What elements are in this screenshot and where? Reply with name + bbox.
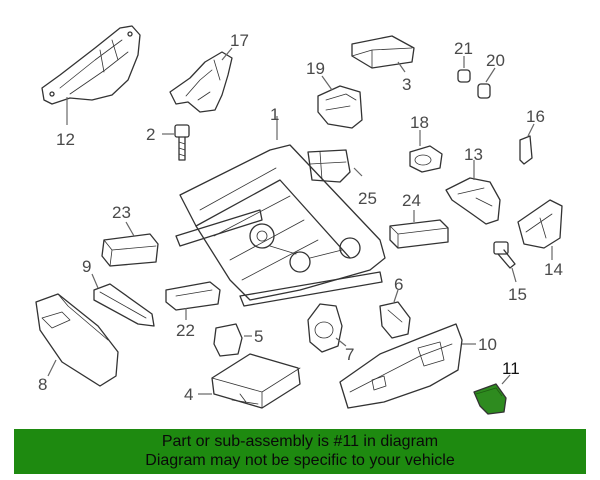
callout-5: 5 [254, 327, 263, 346]
callout-3: 3 [402, 75, 411, 94]
part-23-drawing [101, 233, 159, 267]
part-13-drawing [445, 177, 501, 225]
callout-15: 15 [508, 285, 527, 304]
part-19-drawing [317, 85, 363, 129]
callout-23: 23 [112, 203, 131, 222]
part-2-drawing [174, 124, 190, 161]
callout-12: 12 [56, 130, 75, 149]
callout-6: 6 [394, 275, 403, 294]
part-17-drawing [169, 51, 233, 113]
callout-20: 20 [486, 51, 505, 70]
callout-22: 22 [176, 321, 195, 340]
part-20-drawing [477, 83, 491, 99]
callout-1: 1 [270, 105, 279, 124]
part-16-drawing [519, 135, 533, 165]
part-5-drawing [213, 323, 243, 357]
part-7-drawing [307, 303, 343, 353]
part-3-drawing [351, 35, 415, 69]
part-9-drawing [93, 283, 155, 327]
part-4-drawing [211, 353, 301, 409]
callout-7: 7 [345, 345, 354, 364]
callout-14: 14 [544, 260, 563, 279]
callout-17: 17 [230, 31, 249, 50]
callout-25: 25 [358, 189, 377, 208]
part-25-drawing [307, 149, 351, 183]
callout-21: 21 [454, 39, 473, 58]
banner-line-1: Part or sub-assembly is #11 in diagram [161, 433, 439, 450]
part-12-drawing [41, 25, 141, 105]
callout-10: 10 [478, 335, 497, 354]
info-banner: Part or sub-assembly is #11 in diagram D… [14, 429, 586, 474]
part-18-drawing [409, 145, 443, 173]
callout-24: 24 [402, 191, 421, 210]
part-1-drawing [175, 144, 386, 307]
part-24-drawing [389, 219, 449, 249]
part-10-drawing [339, 323, 463, 409]
callout-9: 9 [82, 257, 91, 276]
part-22-drawing [165, 281, 221, 311]
part-8-drawing [35, 293, 119, 387]
callout-13: 13 [464, 145, 483, 164]
part-21-drawing [457, 69, 471, 83]
callout-19: 19 [306, 59, 325, 78]
callout-11: 11 [502, 359, 520, 378]
callout-2: 2 [146, 125, 155, 144]
callout-8: 8 [38, 375, 47, 394]
banner-line-2: Diagram may not be specific to your vehi… [145, 452, 455, 469]
part-11-drawing[interactable] [473, 383, 507, 415]
part-15-drawing [493, 241, 516, 269]
callout-18: 18 [410, 113, 429, 132]
part-6-drawing [379, 301, 411, 339]
callout-16: 16 [526, 107, 545, 126]
callout-4: 4 [184, 385, 193, 404]
part-14-drawing [517, 199, 563, 249]
